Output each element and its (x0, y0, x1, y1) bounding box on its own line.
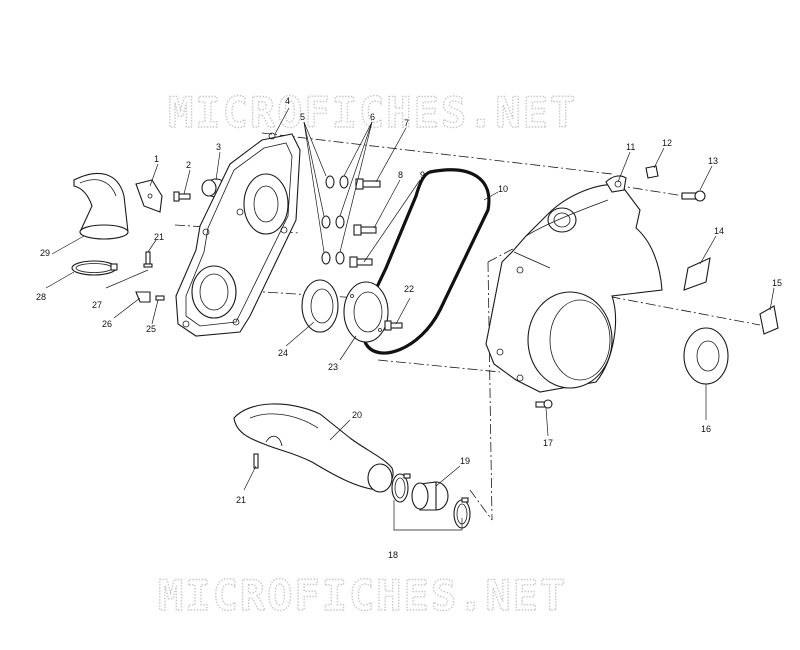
decal-14 (683, 257, 711, 291)
callout-27: 27 (92, 300, 102, 310)
callouts: 1 2 3 4 5 6 7 8 9 10 11 12 13 14 15 16 1… (36, 96, 782, 560)
callout-13: 13 (708, 156, 718, 166)
callout-4: 4 (285, 96, 290, 106)
seal-plate-23 (343, 281, 389, 343)
screw-2 (173, 191, 191, 202)
clip-12 (645, 165, 659, 179)
callout-23: 23 (328, 362, 338, 372)
callout-5: 5 (300, 112, 305, 122)
clamp-28 (71, 260, 118, 276)
screw-17 (535, 399, 553, 409)
inner-cover-4 (175, 132, 301, 337)
callout-12: 12 (662, 138, 672, 148)
callout-21b: 21 (236, 495, 246, 505)
outer-cover-11 (485, 175, 663, 393)
callout-1: 1 (154, 154, 159, 164)
clamps-18 (391, 473, 471, 529)
callout-10: 10 (498, 184, 508, 194)
leader-lines (45, 107, 775, 531)
watermark-top: MICROFICHES.NET (168, 88, 577, 137)
callout-29: 29 (40, 248, 50, 258)
gasket-16 (683, 327, 729, 385)
callout-9: 9 (420, 170, 425, 180)
callout-17: 17 (543, 438, 553, 448)
callout-14: 14 (714, 226, 724, 236)
callout-21a: 21 (154, 232, 164, 242)
bracket-1 (135, 179, 163, 213)
coupler-19 (411, 481, 449, 511)
callout-6: 6 (370, 112, 375, 122)
callout-19: 19 (460, 456, 470, 466)
callout-26: 26 (102, 319, 112, 329)
callout-24: 24 (278, 348, 288, 358)
screw-13 (681, 190, 706, 202)
callout-15: 15 (772, 278, 782, 288)
hardware-25-26-27 (135, 251, 165, 303)
seal-24 (301, 279, 339, 333)
decal-15 (759, 305, 779, 335)
callout-18: 18 (388, 550, 398, 560)
callout-11: 11 (626, 142, 635, 152)
screw-21b (253, 453, 259, 469)
exhaust-duct-20 (233, 403, 394, 493)
callout-28: 28 (36, 292, 46, 302)
watermark-bottom: MICROFICHES.NET (158, 571, 567, 620)
callout-22: 22 (404, 284, 414, 294)
callout-20: 20 (352, 410, 362, 420)
callout-7: 7 (404, 118, 409, 128)
screw-22 (384, 320, 403, 331)
washers-5-6 (321, 175, 349, 265)
callout-16: 16 (701, 424, 711, 434)
intake-duct-29 (73, 172, 129, 240)
callout-2: 2 (186, 160, 191, 170)
callout-3: 3 (216, 142, 221, 152)
callout-8: 8 (398, 170, 403, 180)
callout-25: 25 (146, 324, 156, 334)
drive-belt-10 (361, 168, 491, 355)
